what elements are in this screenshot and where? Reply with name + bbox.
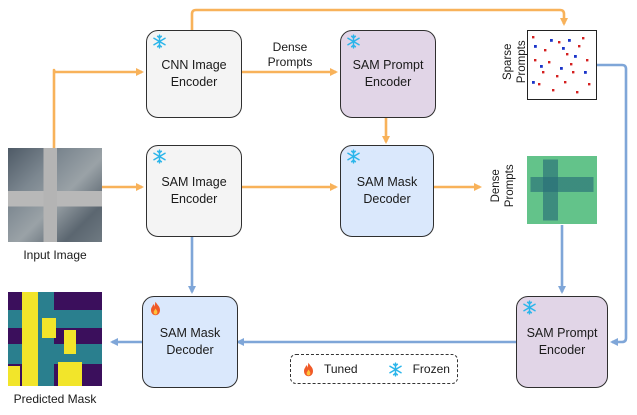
sparse-points [532, 36, 591, 94]
snowflake-icon [347, 149, 360, 164]
dense-prompts-right-label: Dense Prompts [490, 164, 516, 208]
snowflake-icon [388, 361, 402, 377]
sam-prompt-encoder-top-label: SAM Prompt Encoder [352, 58, 424, 89]
cnn-image-encoder: CNN Image Encoder [146, 30, 242, 118]
cnn-image-encoder-label: CNN Image Encoder [161, 58, 227, 89]
snowflake-icon [153, 149, 166, 164]
sam-prompt-encoder-bottom: SAM Prompt Encoder [516, 296, 608, 388]
sam-image-encoder-label: SAM Image Encoder [161, 175, 227, 206]
sam-mask-decoder-middle: SAM Mask Decoder [340, 145, 434, 237]
predicted-mask-caption: Predicted Mask [13, 392, 97, 406]
sparse-prompts-image [527, 30, 597, 100]
predicted-mask-image [8, 292, 102, 386]
flame-icon [151, 301, 160, 316]
legend: Tuned Frozen [290, 354, 458, 384]
input-image-caption: Input Image [23, 248, 87, 262]
arrow-sparse-to-prompt-encoder [597, 63, 628, 346]
legend-item-frozen: Frozen [388, 361, 450, 377]
sam-mask-decoder-middle-label: SAM Mask Decoder [356, 175, 418, 206]
sam-prompt-encoder-bottom-label: SAM Prompt Encoder [526, 326, 598, 357]
sam-mask-decoder-bottom: SAM Mask Decoder [142, 296, 238, 388]
legend-item-tuned: Tuned [303, 362, 358, 377]
dense-prompts-top-label: Dense Prompts [267, 40, 313, 69]
arrow-input-to-cnn [52, 68, 144, 148]
sam-image-encoder: SAM Image Encoder [146, 145, 242, 237]
legend-tuned-label: Tuned [324, 362, 358, 376]
snowflake-icon [347, 34, 360, 49]
sam-mask-decoder-bottom-label: SAM Mask Decoder [159, 326, 221, 357]
arrow-cnn-to-sparse [190, 8, 568, 30]
snowflake-icon [523, 300, 536, 315]
sam-prompt-encoder-top: SAM Prompt Encoder [340, 30, 436, 118]
input-image [8, 148, 102, 242]
flame-icon [304, 362, 313, 376]
dense-prompts-image [527, 156, 597, 224]
legend-frozen-label: Frozen [412, 362, 450, 376]
snowflake-icon [153, 34, 166, 49]
sparse-prompts-label: Sparse Prompts [502, 40, 528, 84]
